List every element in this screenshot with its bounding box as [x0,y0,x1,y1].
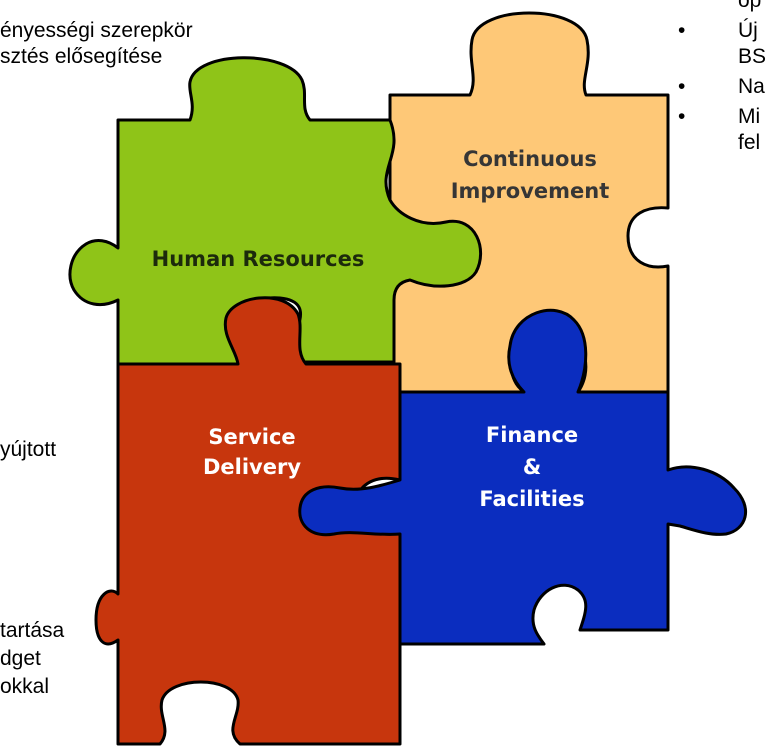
bullet-item-2-line-1: Na [738,75,765,98]
label-improvement: Improvement [451,179,610,203]
bullet-item-2: • Na [678,74,766,100]
puzzle-piece-finance-facilities [298,308,747,646]
bullet-dot-1: • [678,19,686,42]
left-text-line-2: sztés elősegítése [0,45,163,68]
label-ampersand: & [523,455,541,479]
label-service: Service [208,425,295,449]
label-facilities: Facilities [479,487,584,511]
label-finance: Finance [486,423,578,447]
left-text-line-4: tartása [0,619,65,642]
bullet-fragment-top: op [678,0,766,14]
bullet-item-3-line-2: fel [738,131,761,154]
bullet-fragment-text: op [738,0,762,12]
bullet-item-1-line-2: BS [738,45,767,68]
label-continuous: Continuous [463,147,597,171]
bullet-item-3-line-1: Mi [738,105,761,128]
bullet-item-1-line-1: Új [738,19,758,42]
label-delivery: Delivery [203,455,301,479]
bullet-item-1: • Új BS [678,18,766,70]
left-text-line-6: okkal [0,675,50,698]
right-bullet-list: op • Új BS • Na • Mi fel [678,0,766,156]
left-text-line-3: yújtott [0,438,57,461]
bullet-dot-2: • [678,75,686,98]
left-text-line-1: ényességi szerepkör [0,19,193,42]
label-human-resources: Human Resources [152,247,365,271]
left-text-line-5: dget [0,647,41,670]
puzzle-piece-human-resources [68,56,482,366]
bullet-dot-3: • [678,105,686,128]
bullet-item-3: • Mi fel [678,104,766,156]
